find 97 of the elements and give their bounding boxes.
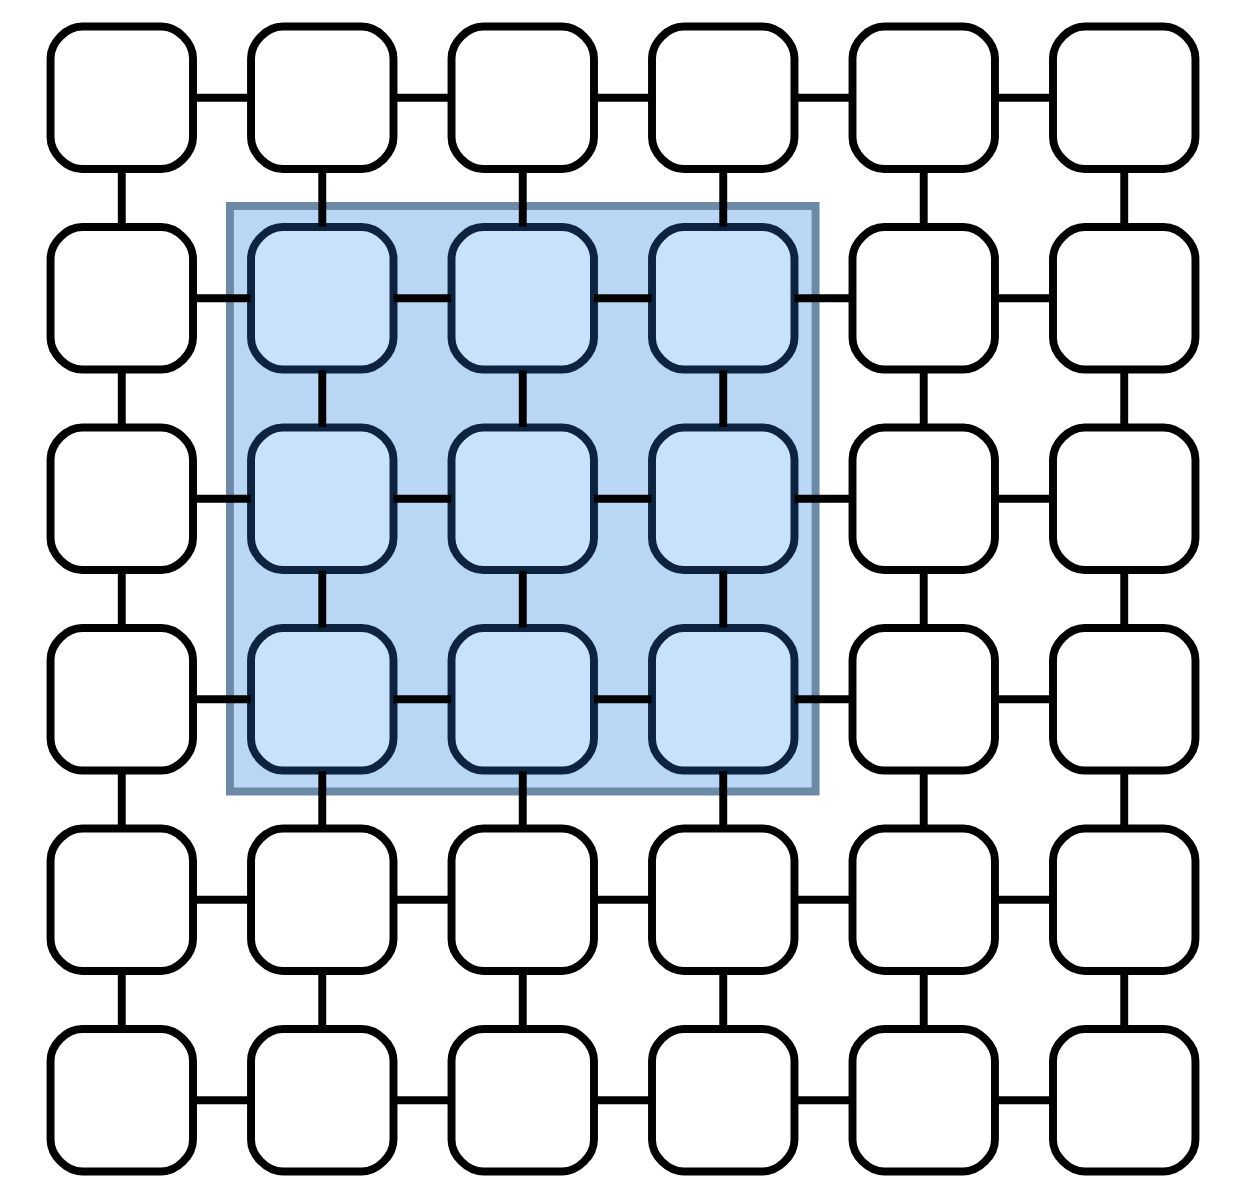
connector	[117, 971, 126, 1029]
connector	[393, 895, 452, 904]
connector	[318, 370, 327, 427]
node-box	[247, 22, 398, 173]
connector	[794, 895, 853, 904]
connector	[995, 294, 1053, 303]
connector	[995, 1096, 1053, 1105]
connector	[794, 93, 853, 102]
connector	[518, 771, 527, 828]
connector	[117, 771, 126, 828]
connector	[318, 971, 327, 1029]
connector	[719, 570, 728, 628]
node-box	[648, 624, 799, 775]
connector	[919, 771, 928, 828]
connector	[719, 370, 728, 427]
connector	[193, 93, 251, 102]
connector	[1120, 971, 1129, 1029]
connector	[393, 695, 452, 704]
connector	[995, 695, 1053, 704]
connector	[193, 294, 251, 303]
node-box	[247, 223, 398, 374]
node-box	[648, 423, 799, 574]
node-box	[648, 1025, 799, 1176]
connector	[393, 494, 452, 503]
connector	[919, 570, 928, 628]
node-box	[648, 22, 799, 173]
node-box	[648, 824, 799, 975]
connector	[995, 93, 1053, 102]
connector	[919, 971, 928, 1029]
connector	[719, 771, 728, 828]
connector	[518, 971, 527, 1029]
node-box	[848, 1025, 999, 1176]
connector	[1120, 169, 1129, 227]
node-box	[1049, 624, 1200, 775]
connector	[794, 494, 853, 503]
connector	[794, 695, 853, 704]
node-box	[447, 824, 598, 975]
connector	[594, 1096, 652, 1105]
connector	[1120, 570, 1129, 628]
node-box	[848, 223, 999, 374]
node-box	[447, 1025, 598, 1176]
node-box	[46, 824, 197, 975]
connector	[719, 169, 728, 227]
connector	[594, 895, 652, 904]
node-box	[247, 1025, 398, 1176]
connector	[919, 370, 928, 427]
node-box	[46, 1025, 197, 1176]
connector	[193, 895, 251, 904]
connector	[794, 294, 853, 303]
node-box	[1049, 824, 1200, 975]
connector	[117, 370, 126, 427]
cluster	[226, 202, 820, 796]
node-box	[1049, 22, 1200, 173]
node-box	[848, 824, 999, 975]
node-box	[1049, 1025, 1200, 1176]
connector	[318, 570, 327, 628]
node-box	[46, 423, 197, 574]
node-box	[447, 624, 598, 775]
node-box	[848, 22, 999, 173]
connector	[318, 771, 327, 828]
connector	[393, 1096, 452, 1105]
connector	[1120, 771, 1129, 828]
node-box	[247, 624, 398, 775]
connector	[594, 494, 652, 503]
connector	[995, 895, 1053, 904]
node-box	[247, 423, 398, 574]
connector	[995, 494, 1053, 503]
connector	[193, 695, 251, 704]
connector	[594, 695, 652, 704]
node-box	[848, 624, 999, 775]
node-box	[46, 624, 197, 775]
node-box	[1049, 423, 1200, 574]
connector	[393, 93, 452, 102]
connector	[719, 971, 728, 1029]
connector	[1120, 370, 1129, 427]
connector	[518, 169, 527, 227]
node-box	[46, 22, 197, 173]
connector	[518, 370, 527, 427]
connector	[594, 93, 652, 102]
connector	[193, 1096, 251, 1105]
node-box	[46, 223, 197, 374]
connector	[117, 570, 126, 628]
node-box	[247, 824, 398, 975]
node-box	[648, 223, 799, 374]
connector	[193, 494, 251, 503]
connector	[919, 169, 928, 227]
node-box	[1049, 223, 1200, 374]
connector	[117, 169, 126, 227]
node-box	[447, 423, 598, 574]
connector	[318, 169, 327, 227]
node-box	[848, 423, 999, 574]
node-box	[447, 223, 598, 374]
connector	[794, 1096, 853, 1105]
connector	[393, 294, 452, 303]
node-box	[447, 22, 598, 173]
connector	[594, 294, 652, 303]
connector	[518, 570, 527, 628]
